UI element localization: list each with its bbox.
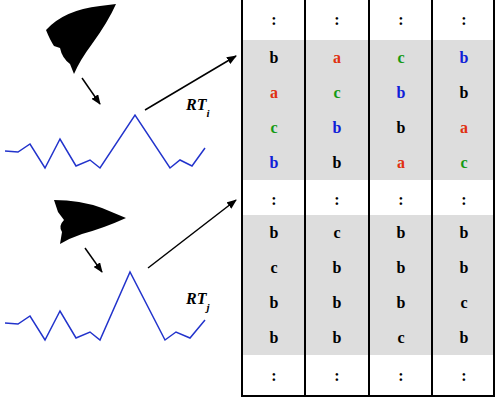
table-cell: a (434, 119, 494, 137)
table-cell: c (434, 154, 494, 172)
table-cell: b (307, 329, 367, 347)
arrowhead-object (46, 4, 116, 74)
table-cell: b (244, 154, 304, 172)
ellipsis-cell: : (244, 191, 304, 209)
ellipsis-cell: : (434, 11, 494, 29)
table-cell: b (371, 259, 431, 277)
table-cell: b (434, 84, 494, 102)
ellipsis-cell: : (371, 11, 431, 29)
row-label: RT (186, 96, 206, 114)
ellipsis-cell: : (371, 367, 431, 385)
arrow (82, 56, 236, 272)
ellipsis-cell: : (307, 191, 367, 209)
table-cell: a (371, 154, 431, 172)
table-cell: a (244, 84, 304, 102)
ellipsis-cell: : (371, 191, 431, 209)
row-subscript: j (206, 298, 209, 316)
table-cell: c (244, 119, 304, 137)
ellipsis-cell: : (244, 11, 304, 29)
row-label: RT (186, 290, 206, 308)
table-cell: b (371, 119, 431, 137)
ellipsis-cell: : (434, 367, 494, 385)
ellipsis-cell: : (307, 367, 367, 385)
table-cell: b (307, 119, 367, 137)
table-cell: c (307, 224, 367, 242)
table-cell: b (244, 224, 304, 242)
table-cell: c (371, 329, 431, 347)
ellipsis-cell: : (434, 191, 494, 209)
ellipsis-cell: : (244, 367, 304, 385)
table-cell: b (434, 49, 494, 67)
ellipsis-cell: : (307, 11, 367, 29)
table-cell: b (434, 259, 494, 277)
table-cell: b (244, 49, 304, 67)
table-cell: b (244, 329, 304, 347)
arrowhead-object (54, 200, 126, 244)
table-cell: a (307, 49, 367, 67)
table-cell: c (371, 49, 431, 67)
table-cell: c (244, 259, 304, 277)
table-cell: b (307, 294, 367, 312)
waveform (5, 115, 205, 168)
table-cell: b (434, 329, 494, 347)
table-cell: b (307, 259, 367, 277)
table-cell: b (371, 84, 431, 102)
table-cell: b (307, 154, 367, 172)
table-cell: c (434, 294, 494, 312)
table-cell: b (244, 294, 304, 312)
table-cell: b (371, 294, 431, 312)
table-grid (242, 0, 494, 397)
table-cell: b (434, 224, 494, 242)
waveform (5, 272, 205, 340)
row-subscript: i (206, 104, 209, 122)
table-cell: b (371, 224, 431, 242)
table-cell: c (307, 84, 367, 102)
